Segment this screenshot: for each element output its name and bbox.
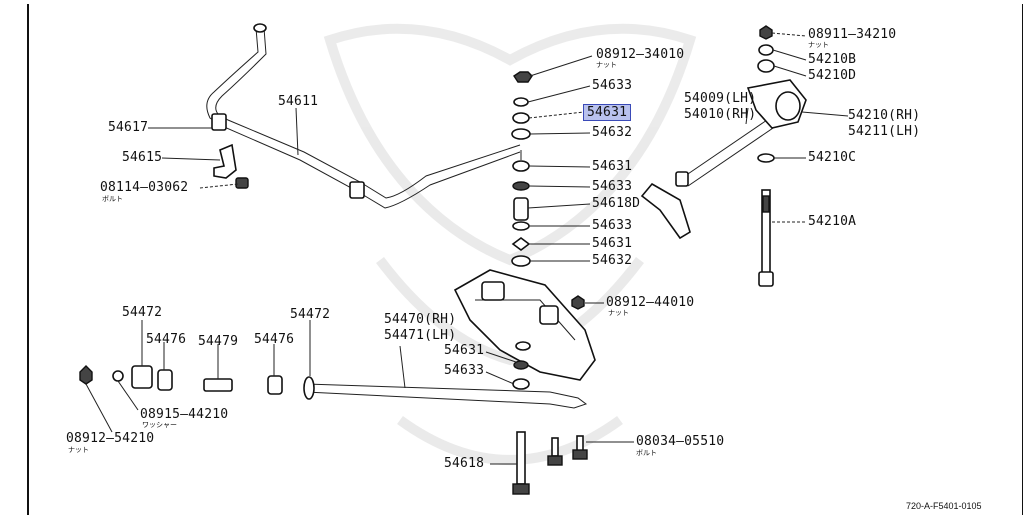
callout-08915-44210: 08915–44210: [140, 407, 229, 422]
link-stack[interactable]: [511, 71, 533, 267]
callout-08911-sub: ナット: [808, 41, 829, 49]
callout-08912-34010: 08912–34010: [596, 47, 685, 62]
callout-54631-d: 54631: [444, 343, 485, 358]
callout-08912-44010: 08912–44010: [606, 295, 695, 310]
stabilizer-bracket[interactable]: [213, 143, 249, 189]
callout-54618D: 54618D: [592, 196, 641, 211]
callout-08912-54210: 08912–54210: [66, 431, 155, 446]
callout-54479: 54479: [198, 334, 239, 349]
callout-08034-sub: ボルト: [636, 449, 657, 457]
diagram-reference-code: 720-A-F5401-0105: [906, 501, 982, 511]
callout-08034-05510: 08034–05510: [636, 434, 725, 449]
callout-54470-rh: 54470(RH): [384, 312, 457, 327]
lower-control-arm[interactable]: [453, 269, 596, 390]
callout-54471-lh: 54471(LH): [384, 328, 457, 343]
callout-54476-a: 54476: [146, 332, 187, 347]
callout-54210-rh: 54210(RH): [848, 108, 921, 123]
callout-54633-b: 54633: [592, 179, 633, 194]
callout-54009-lh: 54009(LH): [684, 91, 757, 106]
bolts-bottom[interactable]: [512, 431, 588, 495]
callout-08912-54210-sub: ナット: [68, 446, 89, 454]
callout-08912-34010-sub: ナット: [596, 61, 617, 69]
callout-54632-b: 54632: [592, 253, 633, 268]
callout-54631-c: 54631: [592, 236, 633, 251]
arm-nut[interactable]: [571, 295, 585, 310]
callout-54633-c: 54633: [592, 218, 633, 233]
callout-54615: 54615: [122, 150, 163, 165]
callout-08911-34210: 08911–34210: [808, 27, 897, 42]
callout-54210B: 54210B: [808, 52, 857, 67]
callout-54633-a: 54633: [592, 78, 633, 93]
callout-54472-b: 54472: [290, 307, 331, 322]
diagram-frame: [27, 4, 1023, 515]
callout-54611: 54611: [278, 94, 319, 109]
callout-54618: 54618: [444, 456, 485, 471]
callout-54476-b: 54476: [254, 332, 295, 347]
callout-54631-highlighted[interactable]: 54631: [582, 104, 632, 121]
callout-08915-sub: ワッシャー: [142, 421, 177, 429]
callout-54210D: 54210D: [808, 68, 857, 83]
watermark-emblem: [323, 23, 697, 465]
callout-54210C: 54210C: [808, 150, 857, 165]
callout-54010-rh: 54010(RH): [684, 107, 757, 122]
callout-08114-sub: ボルト: [102, 195, 123, 203]
callout-54633-d: 54633: [444, 363, 485, 378]
callout-54617: 54617: [108, 120, 149, 135]
callout-54632-a: 54632: [592, 125, 633, 140]
callout-54210A: 54210A: [808, 214, 857, 229]
callout-54211-lh: 54211(LH): [848, 124, 921, 139]
callout-54472-a: 54472: [122, 305, 163, 320]
tension-rod-assembly[interactable]: [640, 25, 807, 287]
callout-54631-b: 54631: [592, 159, 633, 174]
callout-08912-44010-sub: ナット: [608, 309, 629, 317]
stabilizer-bar[interactable]: [206, 23, 521, 209]
callout-08114-03062: 08114–03062: [100, 180, 189, 195]
strut-bar[interactable]: [79, 365, 588, 409]
